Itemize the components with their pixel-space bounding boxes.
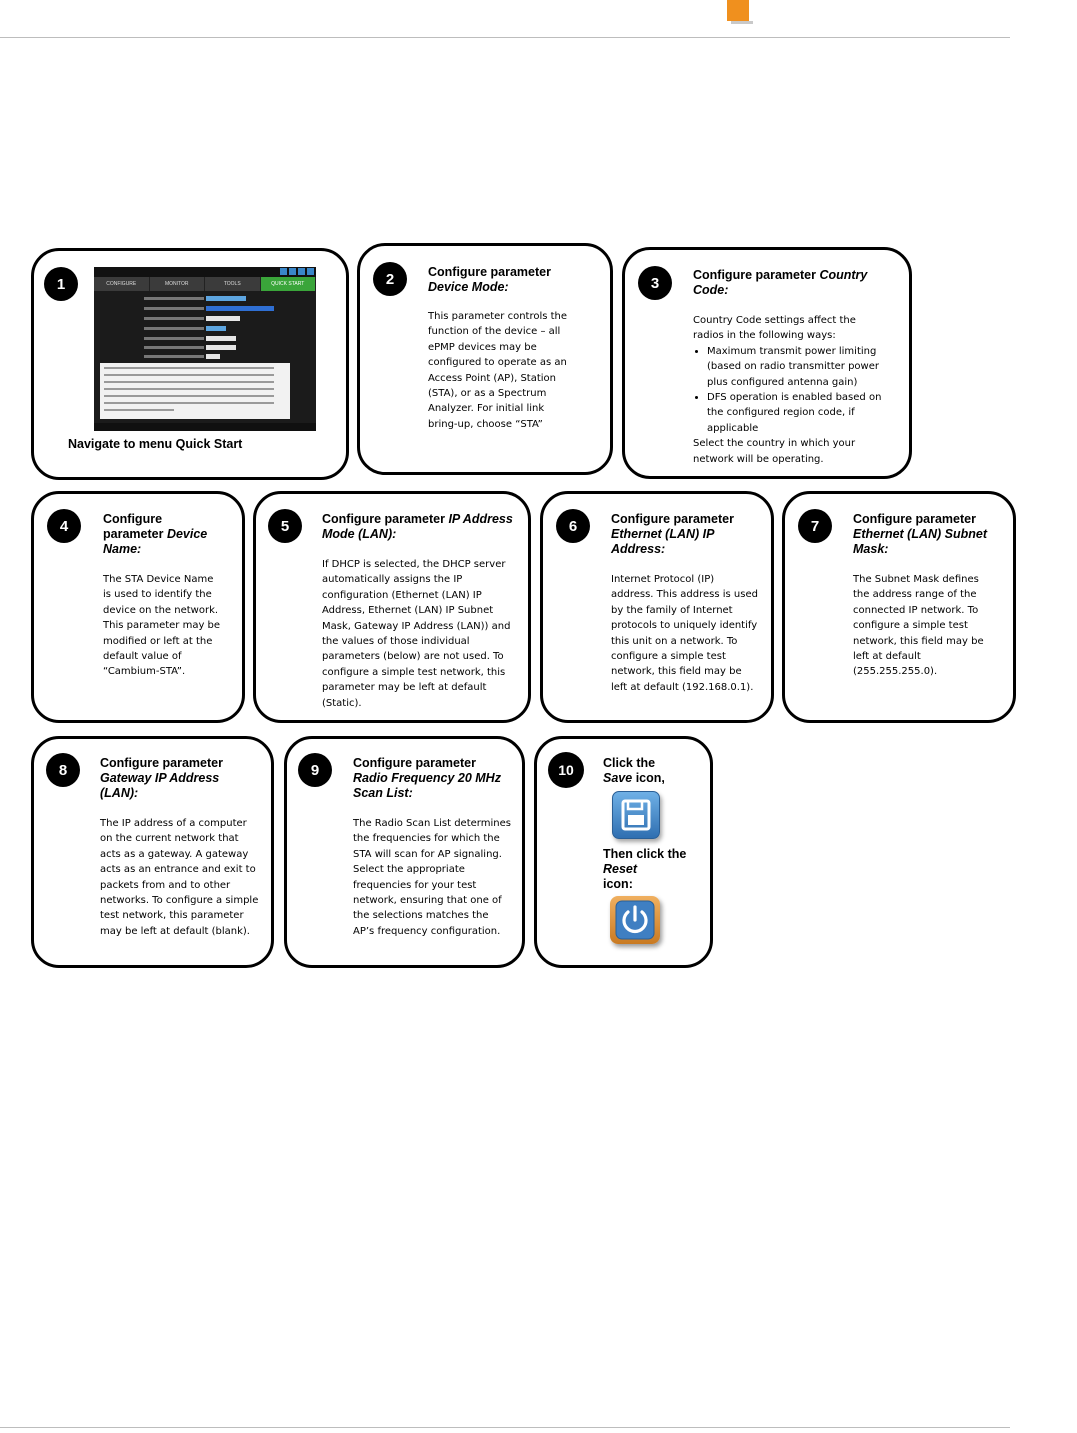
step-number-badge: 1 <box>44 267 78 301</box>
step-number-badge: 3 <box>638 266 672 300</box>
step-number-badge: 10 <box>548 752 584 788</box>
step-description: If DHCP is selected, the DHCP server aut… <box>322 559 511 709</box>
step-number-badge: 5 <box>268 509 302 543</box>
step-title: Configure parameter Ethernet (LAN) IP Ad… <box>611 512 734 556</box>
step-card-6 <box>540 491 774 723</box>
step-title: Configure parameter Ethernet (LAN) Subne… <box>853 512 988 556</box>
screenshot-toolbar-icons <box>280 268 314 275</box>
screenshot-tab-active: QUICK START <box>260 277 316 291</box>
step-title: Configure parameter Device Name: <box>103 512 208 556</box>
step-title: Configure parameter Gateway IP Address (… <box>100 756 223 800</box>
step-bullet: Maximum transmit power limiting (based o… <box>707 344 893 390</box>
screenshot-menu: CONFIGURE MONITOR TOOLS QUICK START <box>94 277 316 291</box>
step-number-badge: 6 <box>556 509 590 543</box>
step-number-badge: 9 <box>298 753 332 787</box>
step-card-9 <box>284 736 525 968</box>
step-description: The Radio Scan List determines the frequ… <box>353 818 511 937</box>
screenshot-tab: TOOLS <box>205 277 261 291</box>
step-description-outro: Select the country in which your network… <box>693 438 856 465</box>
screenshot-frequency-grid <box>100 363 290 419</box>
reset-icon[interactable] <box>610 896 660 944</box>
step-description: The STA Device Name is used to identify … <box>103 574 221 678</box>
step-bullet-list: Maximum transmit power limiting (based o… <box>693 344 893 436</box>
screenshot-title-bar <box>94 267 316 277</box>
step-number-badge: 7 <box>798 509 832 543</box>
step-bullet: DFS operation is enabled based on the co… <box>707 390 893 436</box>
brand-logo-shadow <box>731 21 753 24</box>
step-description: This parameter controls the function of … <box>428 311 568 430</box>
step-title: Configure parameter Country Code: <box>693 268 868 297</box>
screenshot-tab: MONITOR <box>149 277 205 291</box>
step-description-intro: Country Code settings affect the radios … <box>693 315 856 342</box>
screenshot-tab: CONFIGURE <box>94 277 150 291</box>
step-number-badge: 8 <box>46 753 80 787</box>
step-description: The Subnet Mask defines the address rang… <box>853 574 984 678</box>
step-caption: Navigate to menu Quick Start <box>68 437 243 451</box>
save-icon[interactable] <box>612 791 660 839</box>
step-number-badge: 2 <box>373 262 407 296</box>
step-title: Configure parameter Radio Frequency 20 M… <box>353 756 501 800</box>
footer-rule <box>0 1427 1010 1428</box>
header-rule <box>0 37 1010 38</box>
step-description: Internet Protocol (IP) address. This add… <box>611 574 758 693</box>
brand-logo-icon <box>727 0 749 21</box>
step-number-badge: 4 <box>47 509 81 543</box>
screenshot-footer <box>94 423 316 431</box>
step-title: Configure parameter IP Address Mode (LAN… <box>322 512 513 541</box>
screenshot-form <box>94 293 316 361</box>
step-description: Country Code settings affect the radios … <box>693 313 893 467</box>
quick-start-screenshot: CONFIGURE MONITOR TOOLS QUICK START <box>94 267 316 431</box>
step-description: The IP address of a computer on the curr… <box>100 818 259 937</box>
